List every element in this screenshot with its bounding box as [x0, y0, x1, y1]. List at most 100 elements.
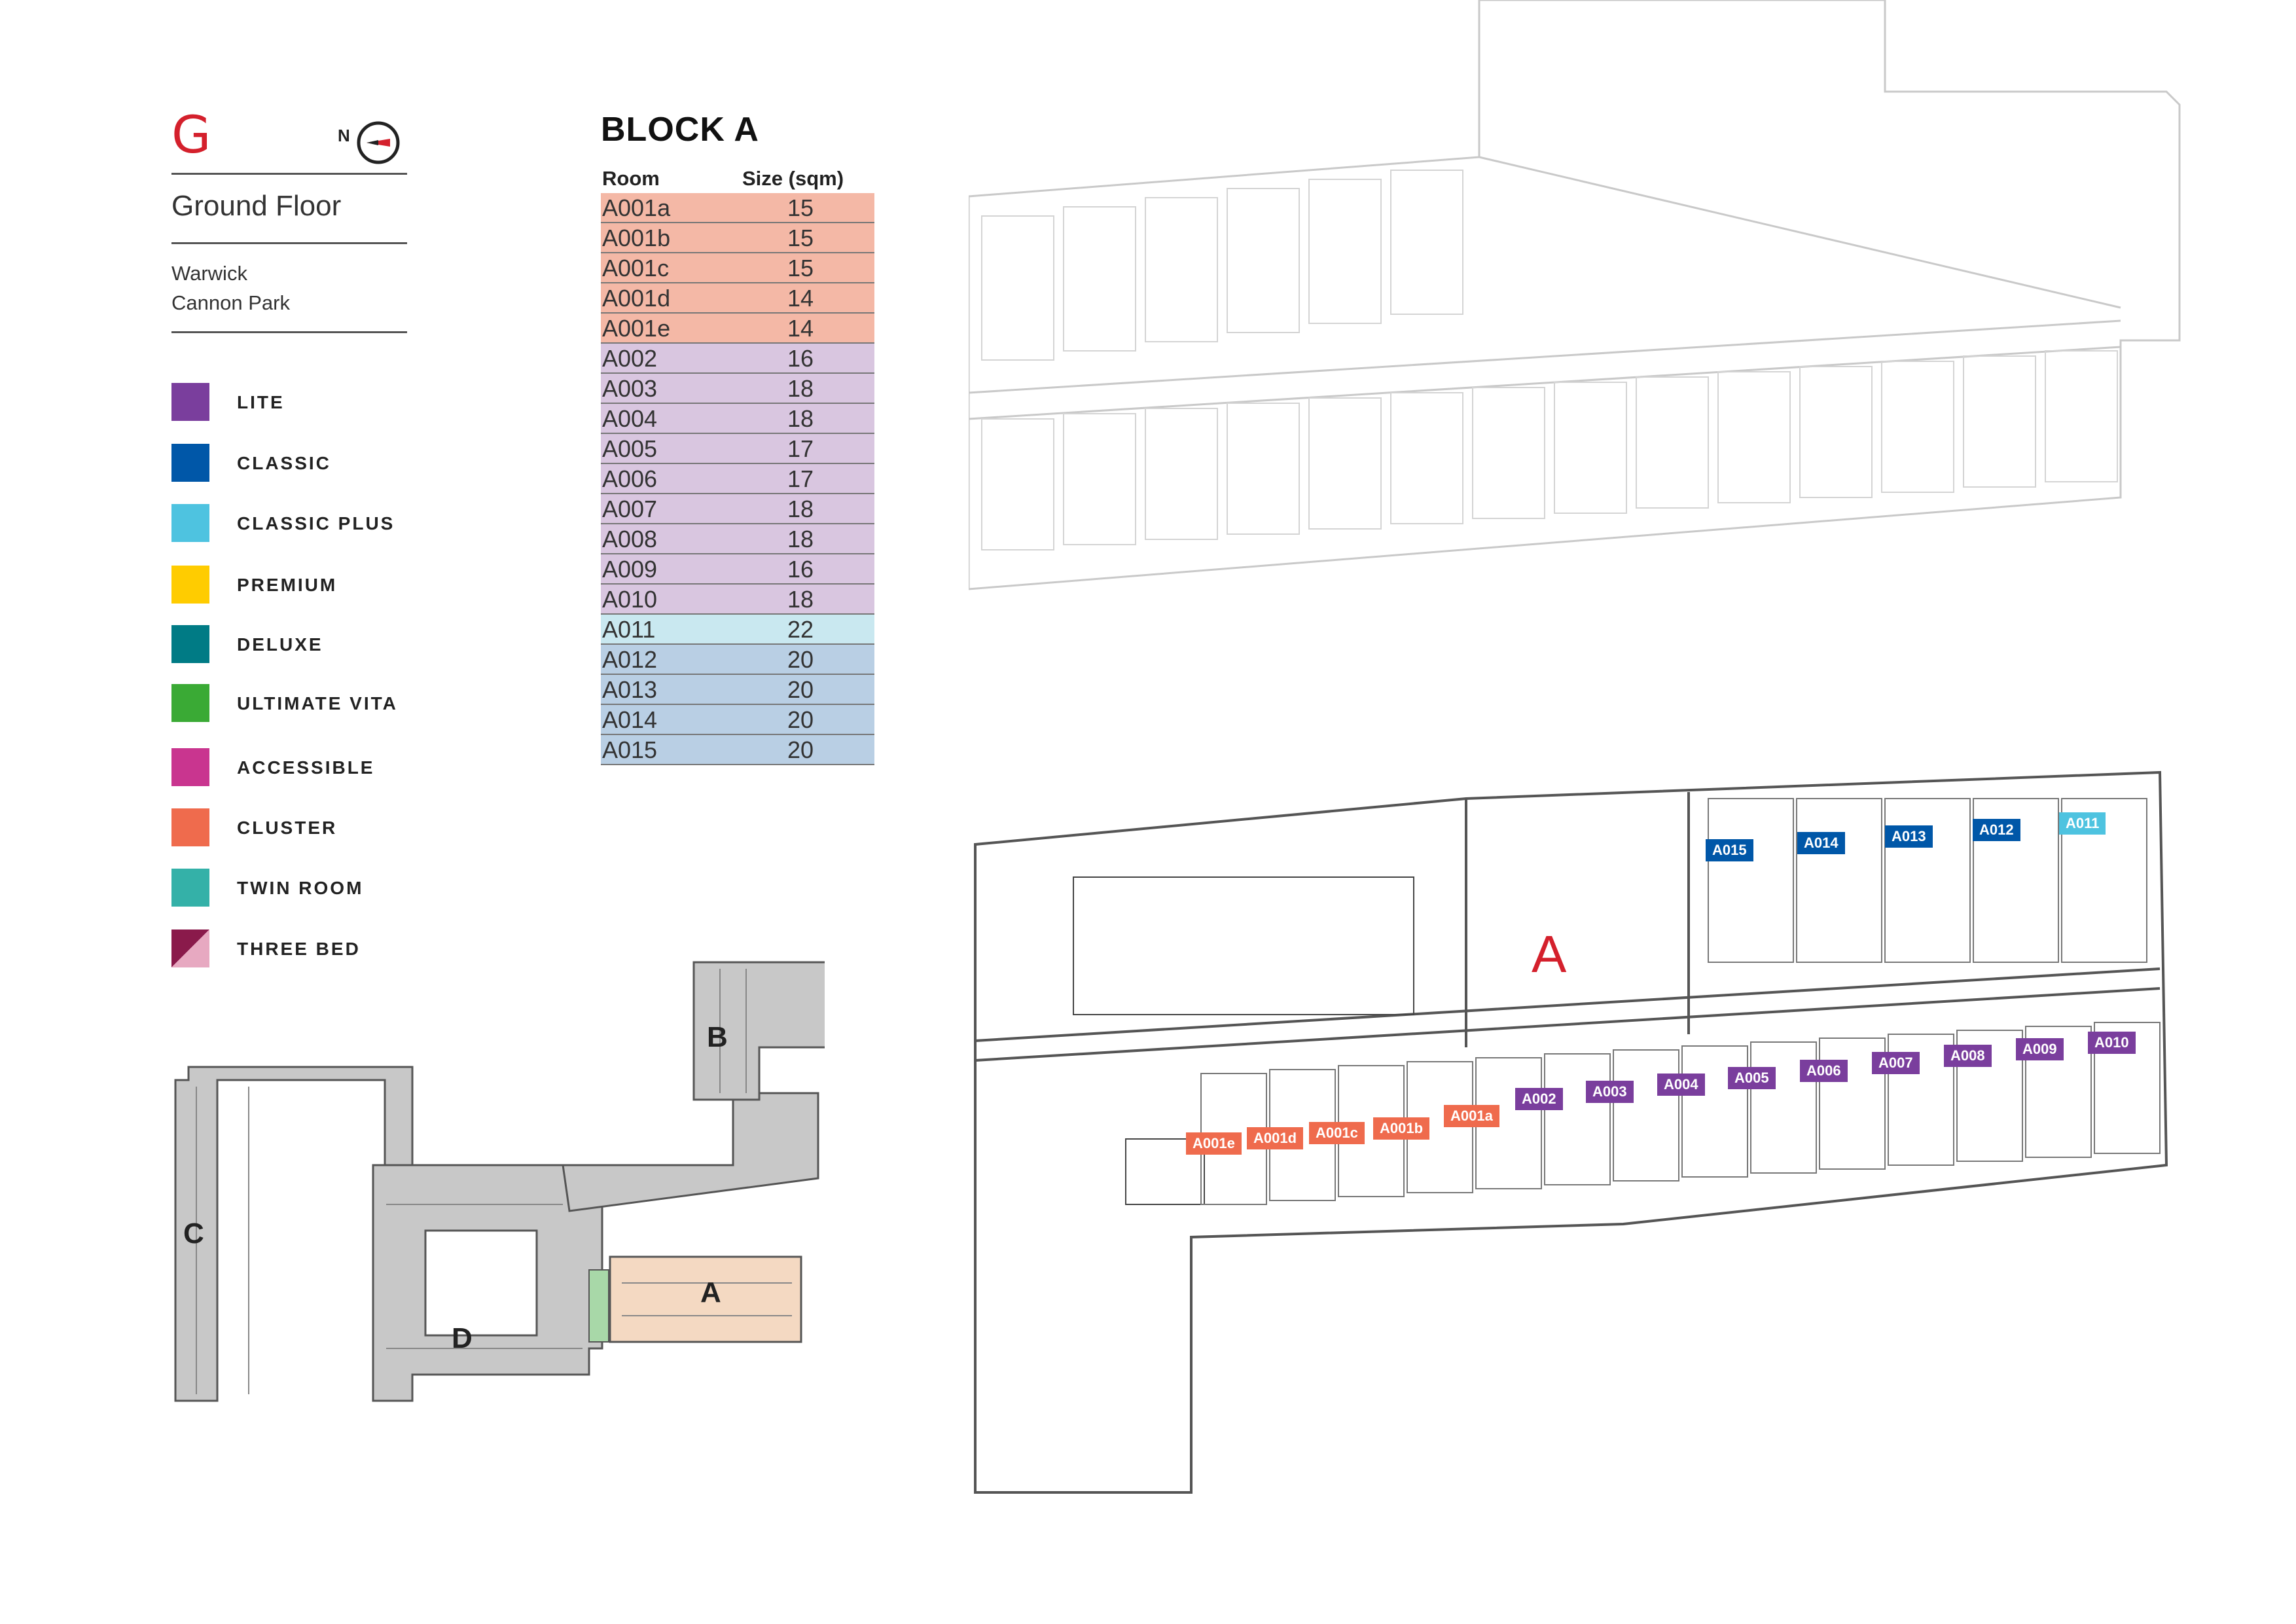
room-outline [1227, 188, 1300, 333]
room-tag: A004 [1657, 1074, 1705, 1096]
room-size: 20 [787, 736, 814, 763]
room-outline [1544, 1053, 1611, 1185]
column-header-size: Size (sqm) [742, 167, 844, 190]
table-row: A006 17 [601, 464, 874, 494]
block-label-c: C [183, 1218, 204, 1250]
block-label-d: D [452, 1322, 473, 1354]
divider [171, 173, 407, 175]
legend-label: ULTIMATE VITA [237, 693, 398, 713]
legend-swatch [171, 444, 209, 482]
legend-label: THREE BED [237, 939, 361, 959]
room-size: 15 [787, 225, 814, 251]
room-number: A007 [602, 496, 658, 522]
room-outline [1613, 1049, 1679, 1182]
room-tag: A010 [2088, 1032, 2136, 1054]
room-number: A002 [602, 345, 658, 372]
room-outline [1888, 1034, 1954, 1166]
site-plan: C B D A [170, 956, 825, 1414]
legend-swatch [171, 929, 209, 967]
floor-letter: G [171, 106, 211, 165]
room-tag: A006 [1800, 1060, 1848, 1082]
room-outline [1554, 382, 1627, 514]
divider [171, 331, 407, 333]
room-outline [1796, 798, 1882, 963]
room-tag: A007 [1872, 1052, 1920, 1074]
room-size: 18 [787, 375, 814, 402]
legend-label: TWIN ROOM [237, 878, 364, 898]
room-number: A015 [602, 736, 658, 763]
room-number: A010 [602, 586, 658, 613]
legend-label: CLASSIC PLUS [237, 513, 395, 533]
room-outline [981, 418, 1054, 550]
legend-swatch [171, 684, 209, 722]
compass-label: N [338, 126, 350, 145]
room-number: A005 [602, 435, 658, 462]
room-number: A001b [602, 225, 671, 251]
room-number: A001e [602, 315, 671, 342]
room-tag: A001b [1373, 1117, 1430, 1140]
room-number: A001c [602, 255, 670, 281]
legend-label: CLASSIC [237, 453, 331, 473]
legend-label: PREMIUM [237, 575, 338, 595]
room-size: 18 [787, 405, 814, 432]
room-tag: A005 [1728, 1067, 1776, 1089]
room-size: 18 [787, 526, 814, 552]
room-outline [1390, 170, 1463, 315]
room-tag: A008 [1944, 1045, 1992, 1067]
room-number: A003 [602, 375, 658, 402]
table-row: A001b 15 [601, 223, 874, 253]
legend-label: LITE [237, 392, 285, 412]
room-tag: A012 [1973, 819, 2020, 841]
room-outline [1884, 798, 1971, 963]
room-outline [1973, 798, 2059, 963]
room-number: A012 [602, 646, 658, 673]
table-row: A012 20 [601, 645, 874, 675]
room-tag: A001d [1247, 1127, 1304, 1149]
room-outline [1636, 376, 1709, 509]
table-row: A011 22 [601, 615, 874, 645]
upper-floor-plan-drawing [969, 0, 2181, 590]
room-outline [1308, 179, 1382, 324]
room-outline [1227, 403, 1300, 535]
legend-swatch [171, 566, 209, 604]
room-number: A009 [602, 556, 658, 583]
room-outline [2061, 798, 2147, 963]
room-tag: A003 [1586, 1081, 1634, 1103]
room-outline [2094, 1022, 2161, 1154]
room-number: A013 [602, 676, 658, 703]
room-outline [1819, 1038, 1886, 1170]
divider [171, 242, 407, 244]
room-tag: A013 [1885, 825, 1933, 848]
room-tag: A001e [1186, 1132, 1242, 1155]
room-outline [1145, 408, 1218, 540]
column-header-room: Room [602, 167, 660, 190]
room-number: A006 [602, 465, 658, 492]
room-outline [1750, 1041, 1817, 1174]
floor-name: Ground Floor [171, 190, 342, 222]
room-outline [1799, 366, 1873, 498]
room-tag: A001c [1309, 1122, 1365, 1144]
legend-swatch [171, 625, 209, 663]
room-size: 15 [787, 255, 814, 281]
room-size: 22 [787, 616, 814, 643]
room-outline [1963, 355, 2036, 488]
room-size: 17 [787, 465, 814, 492]
legend-swatch [171, 869, 209, 907]
room-number: A011 [602, 616, 656, 643]
room-number: A014 [602, 706, 658, 733]
room-size: 17 [787, 435, 814, 462]
room-size: 15 [787, 194, 814, 221]
site-plan-drawing [174, 961, 825, 1402]
room-tag: A001a [1444, 1105, 1499, 1127]
room-size: 20 [787, 646, 814, 673]
table-row: A015 20 [601, 735, 874, 765]
room-outline [1308, 397, 1382, 530]
legend-swatch [171, 504, 209, 542]
